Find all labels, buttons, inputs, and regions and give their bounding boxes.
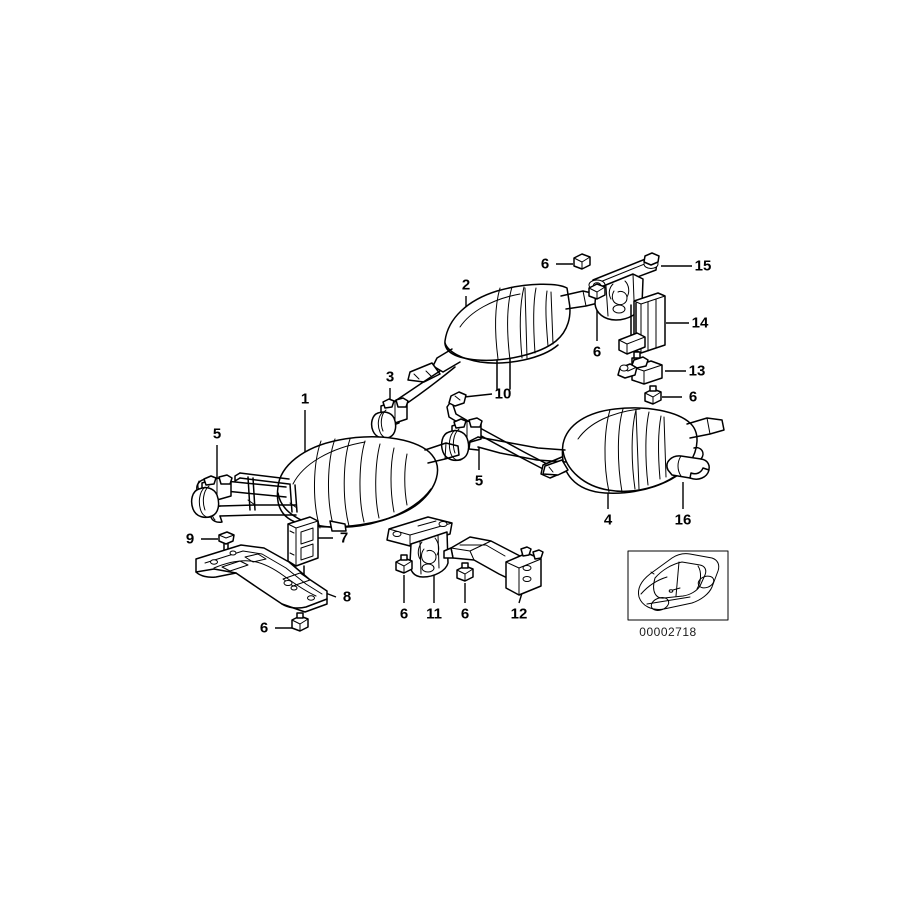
callout-6-center: 6: [592, 343, 602, 361]
callout-1: 1: [300, 390, 310, 408]
part-heat-shield-bracket: [618, 292, 666, 365]
part-rubber-mount: [287, 516, 319, 586]
part-transmission-crossmember: [195, 544, 328, 613]
callout-16: 16: [674, 511, 692, 529]
callout-4: 4: [603, 511, 613, 529]
callout-2: 2: [461, 276, 471, 294]
part-nut-crossmember: [291, 612, 309, 632]
part-rear-silencer-left: [196, 436, 460, 532]
callout-12: 12: [510, 605, 528, 623]
part-nut-bracket-right: [456, 562, 474, 582]
callout-9: 9: [185, 530, 195, 548]
callout-14: 14: [691, 314, 709, 332]
part-clamp-small: [617, 356, 663, 385]
part-mounting-bracket-left: [386, 516, 453, 578]
part-mounting-bracket-right: [443, 536, 544, 596]
callout-5-right: 5: [474, 472, 484, 490]
callout-5-left: 5: [212, 425, 222, 443]
callout-6-crossmember: 6: [259, 619, 269, 637]
callout-6-upper-left: 6: [540, 255, 550, 273]
callout-6-bracket-left: 6: [399, 605, 409, 623]
callout-3: 3: [385, 368, 395, 386]
callout-15: 15: [694, 257, 712, 275]
part-clamp-right: [440, 417, 483, 462]
callout-8: 8: [342, 588, 352, 606]
part-front-silencer: [384, 283, 599, 426]
callout-13: 13: [688, 362, 706, 380]
callout-6-bracket-right: 6: [460, 605, 470, 623]
part-hanger-bar: [588, 252, 660, 321]
callout-11: 11: [426, 605, 442, 623]
vehicle-thumbnail: [627, 550, 729, 621]
callout-7: 7: [339, 529, 349, 547]
image-id-label: 00002718: [639, 625, 697, 639]
part-clamp-front: [370, 397, 409, 440]
part-nut-bracket-left: [395, 554, 413, 574]
part-nut-lower-right: [644, 385, 662, 405]
part-nut-upper-left: [573, 253, 591, 270]
part-rear-silencer-right: [468, 407, 725, 494]
part-nut-center: [588, 283, 606, 300]
part-tailpipe-trim: [666, 446, 710, 480]
callout-6-lower-right: 6: [688, 388, 698, 406]
callout-10: 10: [494, 385, 512, 403]
part-clamp-left: [190, 474, 233, 519]
